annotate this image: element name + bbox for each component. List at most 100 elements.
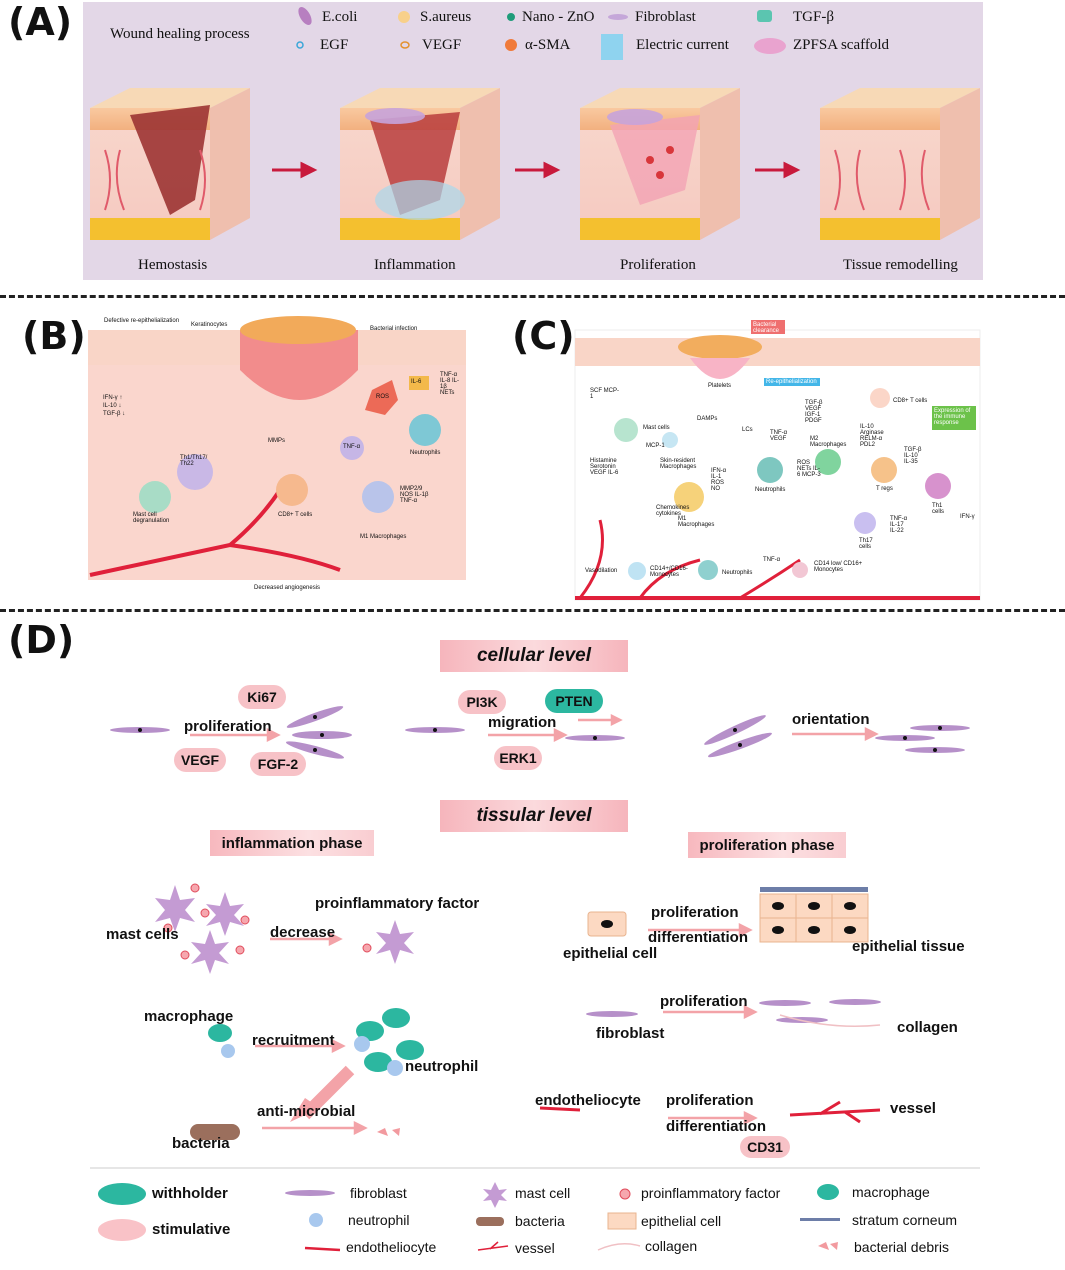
c-mcp: MCP-1	[646, 443, 665, 449]
panel-a-legend-icons	[296, 6, 786, 60]
ecoli-icon	[298, 6, 312, 26]
c-neutrophils	[757, 457, 783, 483]
label-vessel: vessel	[890, 1100, 936, 1117]
panel-a-title: Wound healing process	[110, 26, 250, 42]
legend-a-4: TGF-β	[793, 9, 834, 25]
b-m1: M1 Macrophages	[360, 534, 407, 540]
label-recruitment: recruitment	[252, 1032, 335, 1049]
cd8-cell-b	[276, 474, 308, 506]
label-bacteria: bacteria	[172, 1135, 230, 1152]
c-platelets: Platelets	[708, 383, 732, 389]
c-m2-label: M2 Macrophages	[810, 436, 847, 448]
stage-inflammation: Inflammation	[374, 257, 456, 273]
c-histamine: Histamine Serotonin VEGF IL-6	[590, 458, 619, 476]
legend-d-9: vessel	[515, 1240, 555, 1256]
c-neutrophil-2	[698, 560, 718, 580]
epithelial-tissue-d	[759, 887, 869, 943]
legend-d-8: endotheliocyte	[346, 1239, 437, 1255]
bacteria-mass-c	[678, 335, 762, 359]
bacteria-d	[190, 1124, 240, 1140]
c-neutrophils-2: Neutrophils	[722, 570, 753, 576]
neutrophil-icon	[309, 1213, 323, 1227]
ros-b	[365, 380, 398, 415]
label-macrophage: macrophage	[144, 1008, 234, 1025]
th-cell-b	[177, 454, 213, 490]
bacterial-debris-icon	[818, 1242, 838, 1250]
proinflammatory-dots	[163, 883, 372, 960]
pi3k-badge: PI3K	[458, 690, 506, 714]
c-th1	[925, 473, 951, 499]
c-neutrophils-label: Neutrophils	[755, 487, 786, 493]
label-epithelial-cell: epithelial cell	[563, 945, 658, 962]
c-tregs	[871, 457, 897, 483]
legend-d-4: neutrophil	[348, 1212, 410, 1228]
label-endo-proliferation: proliferation	[666, 1092, 754, 1109]
bacteria-icon	[476, 1217, 504, 1226]
divider-top	[0, 295, 1065, 298]
label-proliferation-cellular: proliferation	[184, 718, 272, 735]
c-damps: DAMPs	[697, 416, 718, 422]
il6-b	[409, 376, 429, 390]
label-epi-proliferation: proliferation	[651, 904, 739, 921]
c-scf: SCF MCP-1	[590, 388, 619, 400]
c-tgf2-group: TGF-β IL-10 IL-35	[904, 447, 922, 465]
c-m1	[674, 482, 704, 512]
label-collagen: collagen	[897, 1019, 958, 1036]
legend-a-3: Fibroblast	[635, 9, 696, 25]
endotheliocyte-icon	[304, 1246, 341, 1252]
b-th: Th1/Th17/ Th22	[180, 455, 208, 467]
b-il10: IL-10 ↓	[103, 403, 122, 409]
label-mast-cells: mast cells	[106, 926, 179, 943]
skin-block-inflammation	[340, 88, 500, 240]
asma-icon	[505, 39, 517, 51]
label-neutrophil: neutrophil	[405, 1058, 479, 1075]
c-il10-group: IL-10 Arginase RELM-α PDL2	[860, 424, 884, 448]
c-vasodilation: Vasodilation	[585, 568, 618, 574]
c-bacterial-clearance: Bacterial clearance	[753, 322, 780, 334]
c-cd8	[870, 388, 890, 408]
erk1-badge: ERK1	[494, 746, 542, 770]
legend-d-7: stratum corneum	[852, 1212, 958, 1228]
legend-a-9: ZPFSA scaffold	[793, 37, 889, 53]
c-tnfa: TNF-α	[763, 557, 781, 563]
cellular-level-header: cellular level	[440, 640, 628, 672]
c-th17-label: Th17 cells	[859, 538, 873, 550]
stage-hemostasis: Hemostasis	[138, 257, 208, 273]
c-m1-label: M1 Macrophages	[678, 516, 715, 528]
legend-d-11: bacterial debris	[854, 1239, 949, 1255]
inflammation-phase-header: inflammation phase	[210, 830, 374, 856]
bacterial-debris-d	[377, 1128, 400, 1136]
c-cd14low-label: CD14 low/ CD16+ Monocytes	[814, 561, 863, 573]
platelet-plug-c	[690, 358, 750, 379]
b-cd8: CD8+ T cells	[278, 512, 313, 518]
ki67-badge: Ki67	[238, 685, 286, 709]
c-mast-label: Mast cells	[643, 425, 670, 431]
skin-block-hemostasis	[90, 88, 250, 240]
b-neutrophils: Neutrophils	[410, 450, 441, 456]
c-skin-mac-label: Skin-resident Macrophages	[660, 458, 697, 470]
b-m1-factors: MMP2/9 NOS IL-1β TNF-α	[400, 486, 429, 504]
b-mast: Mast cell degranulation	[133, 512, 170, 524]
c-cd14	[628, 562, 646, 580]
b-ifn: IFN-γ ↑	[103, 395, 123, 401]
legend-d-0: fibroblast	[350, 1185, 407, 1201]
epithelial-cell-icon	[607, 1212, 637, 1230]
tissular-level-header: tissular level	[440, 800, 628, 832]
legend-d-3: macrophage	[852, 1184, 930, 1200]
b-ros: ROS	[376, 394, 390, 400]
macrophages-d	[208, 1008, 424, 1072]
legend-d-5: bacteria	[515, 1213, 565, 1229]
c-tgf-group: TGF-β VEGF IGF-1 PDGF	[805, 400, 823, 424]
vegf-icon	[400, 41, 410, 49]
nano-zno-icon	[507, 13, 515, 21]
panel-b-illustration	[88, 316, 466, 580]
legend-d-10: collagen	[645, 1238, 698, 1254]
label-decrease: decrease	[270, 924, 336, 941]
c-ifng: IFN-γ	[960, 514, 975, 520]
proliferation-phase-header: proliferation phase	[688, 832, 846, 858]
label-orientation: orientation	[792, 711, 870, 728]
stage-tissue-remodelling: Tissue remodelling	[843, 257, 958, 273]
legend-a-6: VEGF	[422, 37, 462, 53]
panel-d-illustration	[90, 706, 980, 1252]
legend-a-8: Electric current	[636, 37, 729, 53]
